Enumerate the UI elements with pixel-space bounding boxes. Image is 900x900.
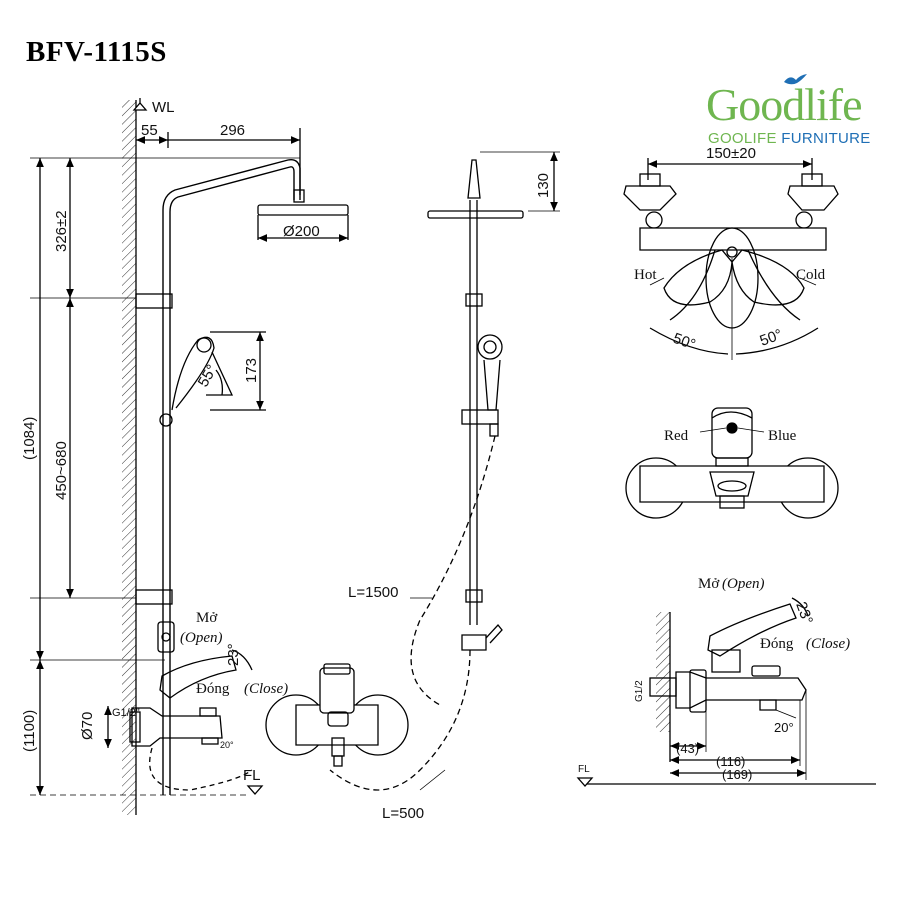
angle-left: 50° — [671, 330, 698, 354]
front-angle-23: 23° — [225, 643, 242, 666]
dim-55: 55 — [141, 122, 158, 139]
dim-296: 296 — [220, 122, 245, 139]
detail-wall-hatch — [656, 612, 670, 732]
detail-close-vi: Đóng — [760, 636, 794, 652]
dim-130: 130 — [535, 173, 552, 198]
detail-angle-20: 20° — [774, 720, 794, 735]
dim-169: (169) — [722, 767, 752, 782]
angle-right: 50° — [758, 326, 785, 350]
goodlife-logo: Goodlife GOOLIFE FURNITURE — [706, 72, 876, 152]
detail-angle-23: 23° — [792, 600, 816, 627]
model-title: BFV-1115S — [26, 36, 167, 68]
red-label: Red — [664, 428, 689, 444]
top-view — [623, 158, 839, 360]
dim-1100: (1100) — [21, 710, 38, 752]
detail-g12: G1/2 — [634, 680, 645, 702]
dim-116: (116) — [716, 754, 745, 769]
logo-sub-blue: FURNITURE — [781, 130, 871, 147]
dim-head: Ø200 — [283, 223, 320, 240]
detail-view — [576, 597, 876, 787]
cold-label: Cold — [796, 267, 826, 283]
front-view — [30, 98, 349, 815]
front-open-en: (Open) — [180, 630, 222, 646]
logo-sub-green: GOOLIFE — [708, 130, 777, 147]
dim-450-680: 450~680 — [53, 441, 70, 500]
dim-173: 173 — [243, 358, 260, 383]
front-open-vi: Mở — [196, 610, 218, 626]
dim-326: 326±2 — [53, 210, 70, 252]
detail-close-en: (Close) — [806, 636, 850, 652]
dim-70: Ø70 — [79, 712, 96, 740]
detail-open-en: (Open) — [722, 576, 764, 592]
detail-open-vi: Mở — [698, 576, 720, 592]
front-fl: FL — [243, 767, 261, 784]
logo-subtitle: GOOLIFE FURNITURE — [708, 130, 871, 147]
front-close-vi: Đóng — [196, 681, 230, 697]
bird-icon — [784, 74, 807, 85]
blue-label: Blue — [768, 428, 797, 444]
wall-hatch — [122, 100, 136, 815]
hose-1500: L=1500 — [348, 584, 398, 601]
angle-55: 55° — [195, 362, 221, 390]
dim-43: (43) — [676, 741, 699, 756]
front-close-en: (Close) — [244, 681, 288, 697]
side-view — [265, 151, 560, 791]
detail-fl: FL — [578, 764, 590, 775]
dim-1084: (1084) — [21, 417, 38, 460]
logo-wordmark: Goodlife — [706, 79, 863, 130]
front-g12: G1/2" — [112, 707, 140, 719]
hose-500: L=500 — [382, 805, 424, 822]
dim-150: 150±20 — [706, 145, 756, 162]
hot-label: Hot — [634, 267, 657, 283]
front-angle-20: 20° — [220, 740, 234, 750]
wl-label: WL — [152, 99, 175, 116]
body-view — [625, 407, 839, 519]
